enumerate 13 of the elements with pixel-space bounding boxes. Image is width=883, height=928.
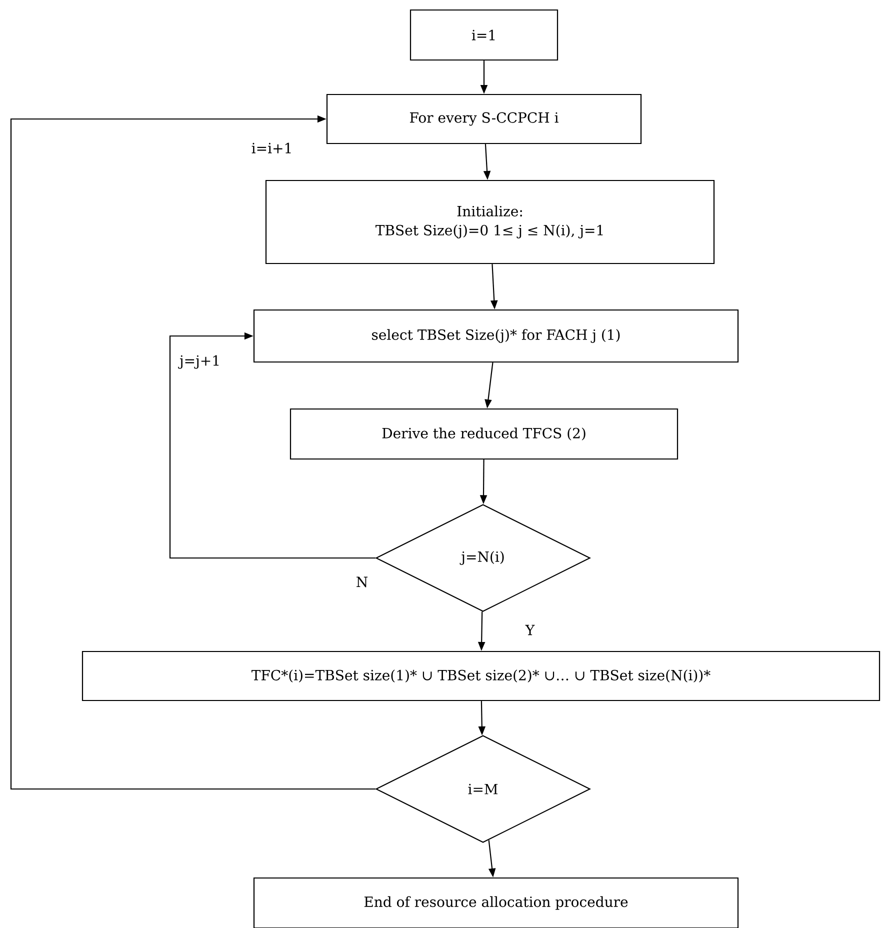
process-box: i=1	[410, 9, 558, 61]
edge-label: N	[354, 576, 370, 588]
process-box: Initialize: TBSet Size(j)=0 1≤ j ≤ N(i), j=1	[265, 180, 715, 264]
process-box: End of resource allocation procedure	[253, 877, 739, 928]
process-box: select TBSet Size(j)* for FACH j (1)	[253, 309, 739, 363]
process-box: Derive the reduced TFCS (2)	[290, 408, 678, 460]
arrow	[10, 115, 376, 790]
arrow	[169, 332, 376, 559]
process-box: For every S-CCPCH i	[326, 94, 642, 144]
loop-label: j=j+1	[178, 354, 222, 370]
process-box: TFC*(i)=TBSet size(1)* ∪ TBSet size(2)* ∪… ∪ TBSet size(N(i))*	[82, 650, 880, 702]
edge-label: Y	[524, 624, 536, 636]
loop-label: i=i+1	[250, 142, 294, 154]
